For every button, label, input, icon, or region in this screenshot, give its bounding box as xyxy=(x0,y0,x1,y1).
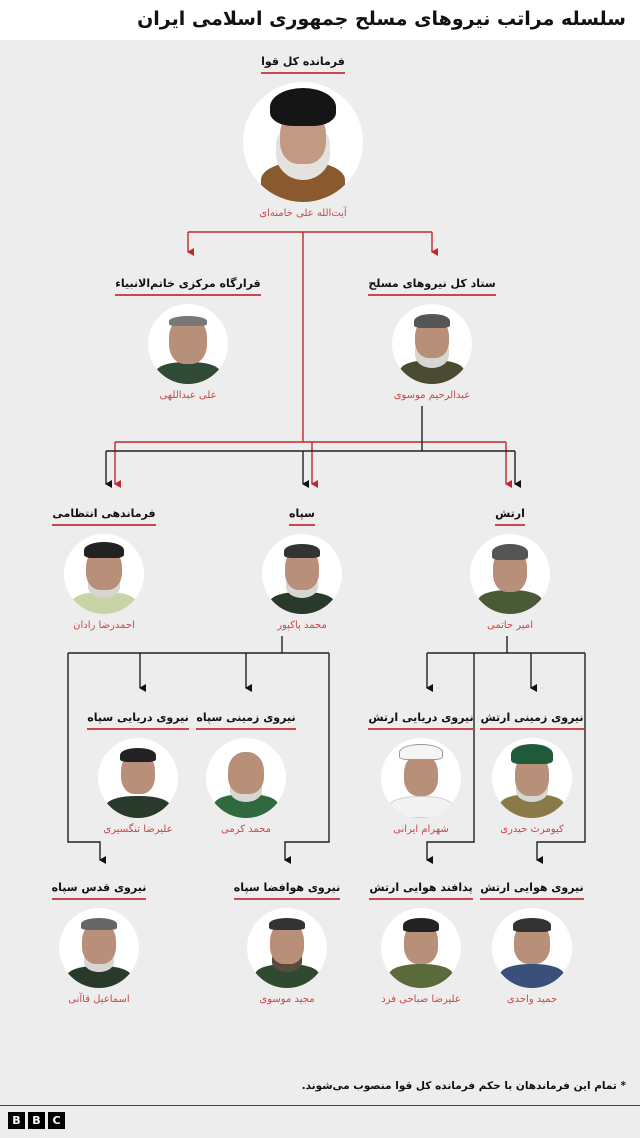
node-title: سپاه xyxy=(289,507,315,526)
node-artesh-air: نیروی هوایی ارتش حمید واحدی xyxy=(442,876,622,1005)
node-name: کیومرث حیدری xyxy=(500,824,564,835)
avatar xyxy=(64,534,144,614)
avatar xyxy=(98,738,178,818)
node-sepah-navy: نیروی دریایی سپاه علیرضا تنگسیری xyxy=(48,706,228,835)
node-name: شهرام ایرانی xyxy=(393,824,449,835)
node-title: نیروی دریایی سپاه xyxy=(87,711,189,730)
node-title: نیروی هوایی ارتش xyxy=(480,881,584,900)
avatar xyxy=(243,82,363,202)
node-artesh-ground: نیروی زمینی ارتش کیومرث حیدری xyxy=(442,706,622,835)
footer-divider xyxy=(0,1105,640,1106)
node-sepah-ground: نیروی زمینی سپاه محمد کرمی xyxy=(156,706,336,835)
logo-letter: C xyxy=(48,1112,65,1129)
node-name: مجید موسوی xyxy=(259,994,315,1005)
node-name: اسماعیل قاآنی xyxy=(68,994,130,1005)
node-name: محمد کرمی xyxy=(221,824,271,835)
avatar xyxy=(59,908,139,988)
avatar xyxy=(206,738,286,818)
footnote: * تمام این فرماندهان با حکم فرمانده کل ق… xyxy=(301,1080,626,1092)
node-police: فرماندهی انتظامی احمدرضا رادان xyxy=(14,502,194,631)
node-title: ستاد کل نیروهای مسلح xyxy=(368,277,496,296)
node-name: علیرضا تنگسیری xyxy=(103,824,173,835)
node-title: نیروی زمینی ارتش xyxy=(480,711,584,730)
avatar xyxy=(492,738,572,818)
node-name: علی عبداللهی xyxy=(159,390,217,401)
bbc-logo: B B C xyxy=(8,1112,65,1129)
logo-letter: B xyxy=(8,1112,25,1129)
logo-letter: B xyxy=(28,1112,45,1129)
avatar xyxy=(148,304,228,384)
node-title: قرارگاه مرکزی خاتم‌الانبیاء xyxy=(115,277,261,296)
node-name: محمد پاکپور xyxy=(277,620,327,631)
avatar xyxy=(492,908,572,988)
node-khatam-hq: قرارگاه مرکزی خاتم‌الانبیاء علی عبداللهی xyxy=(98,272,278,401)
node-title: فرمانده کل قوا xyxy=(261,55,345,74)
node-artesh: ارتش امیر حاتمی xyxy=(420,502,600,631)
node-artesh-navy: نیروی دریایی ارتش شهرام ایرانی xyxy=(331,706,511,835)
avatar xyxy=(381,738,461,818)
node-name: حمید واحدی xyxy=(506,994,558,1005)
node-quds-force: نیروی قدس سپاه اسماعیل قاآنی xyxy=(9,876,189,1005)
node-title: نیروی دریایی ارتش xyxy=(368,711,474,730)
avatar xyxy=(381,908,461,988)
node-title: نیروی زمینی سپاه xyxy=(196,711,296,730)
node-title: نیروی هوافضا سپاه xyxy=(233,881,341,900)
node-name: عبدالرحیم موسوی xyxy=(393,390,471,401)
node-name: علیرضا صباحی فرد xyxy=(381,994,461,1005)
avatar xyxy=(247,908,327,988)
page-title: سلسله مراتب نیروهای مسلح جمهوری اسلامی ا… xyxy=(137,8,626,30)
node-title: نیروی قدس سپاه xyxy=(51,881,147,900)
node-title: فرماندهی انتظامی xyxy=(52,507,156,526)
avatar xyxy=(470,534,550,614)
node-general-staff: ستاد کل نیروهای مسلح عبدالرحیم موسوی xyxy=(342,272,522,401)
node-supreme-leader: فرمانده کل قوا آیت‌الله علی خامنه‌ای xyxy=(213,50,393,219)
node-title: ارتش xyxy=(495,507,525,526)
avatar xyxy=(392,304,472,384)
node-sepah: سپاه محمد پاکپور xyxy=(212,502,392,631)
node-name: امیر حاتمی xyxy=(487,620,533,631)
node-title: پدافند هوایی ارتش xyxy=(369,881,473,900)
header: سلسله مراتب نیروهای مسلح جمهوری اسلامی ا… xyxy=(0,0,640,40)
node-name: آیت‌الله علی خامنه‌ای xyxy=(259,208,347,219)
node-sepah-aerospace: نیروی هوافضا سپاه مجید موسوی xyxy=(197,876,377,1005)
node-artesh-air-defense: پدافند هوایی ارتش علیرضا صباحی فرد xyxy=(331,876,511,1005)
node-name: احمدرضا رادان xyxy=(73,620,135,631)
avatar xyxy=(262,534,342,614)
